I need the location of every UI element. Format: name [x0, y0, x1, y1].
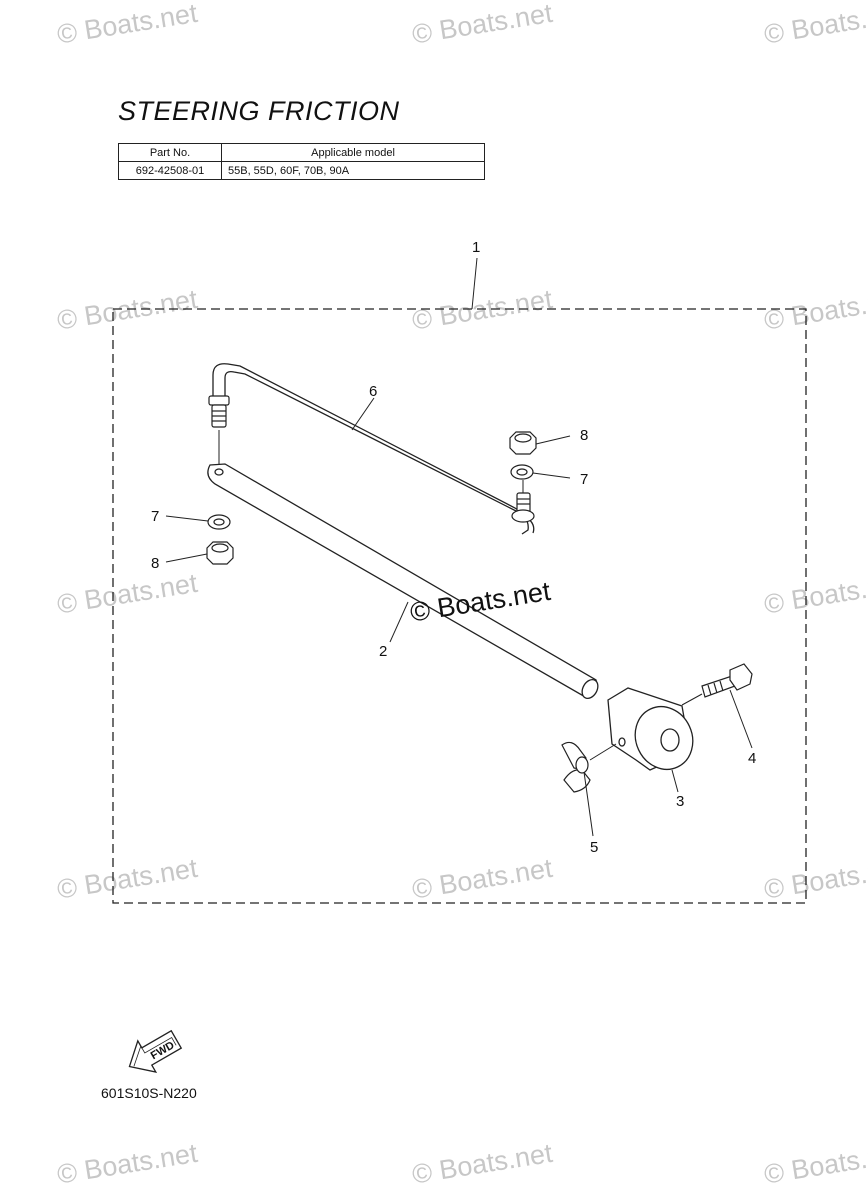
applicability-table: Part No. Applicable model 692-42508-01 5… [118, 143, 485, 180]
leader-line [471, 257, 478, 310]
callout-4: 4 [748, 750, 756, 767]
part-4-bolt [701, 663, 753, 698]
fwd-arrow-icon: FWD [128, 1029, 183, 1073]
callout-8: 8 [580, 427, 588, 444]
callout-5: 5 [590, 839, 598, 856]
callout-2: 2 [379, 643, 387, 660]
diagram-code: 601S10S-N220 [101, 1085, 197, 1101]
part-3-friction-block [607, 687, 694, 771]
part-8-nut [206, 541, 234, 565]
assembly-boundary [112, 308, 807, 904]
part-6-rod [212, 363, 535, 535]
table-row: 692-42508-01 55B, 55D, 60F, 70B, 90A [118, 161, 485, 180]
leader-lines [165, 397, 753, 837]
callout-6: 6 [369, 383, 377, 400]
part-7-washer [510, 464, 534, 480]
rod-threaded-end [511, 492, 535, 523]
page-title: STEERING FRICTION [118, 96, 400, 126]
assembly-line [681, 693, 703, 706]
part-number-cell: 692-42508-01 [118, 161, 222, 180]
applicable-model-cell: 55B, 55D, 60F, 70B, 90A [221, 161, 485, 180]
callout-1: 1 [472, 239, 480, 256]
callout-7: 7 [151, 508, 159, 525]
callout-3: 3 [676, 793, 684, 810]
part-8-nut [509, 431, 537, 455]
part-7-washer [207, 514, 231, 530]
part-2-friction-bar [207, 463, 599, 699]
assembly-line [589, 743, 617, 761]
part-5-wing-nut [561, 741, 591, 793]
callout-8: 8 [151, 555, 159, 572]
callout-7: 7 [580, 471, 588, 488]
rod-threaded-end [208, 395, 230, 428]
